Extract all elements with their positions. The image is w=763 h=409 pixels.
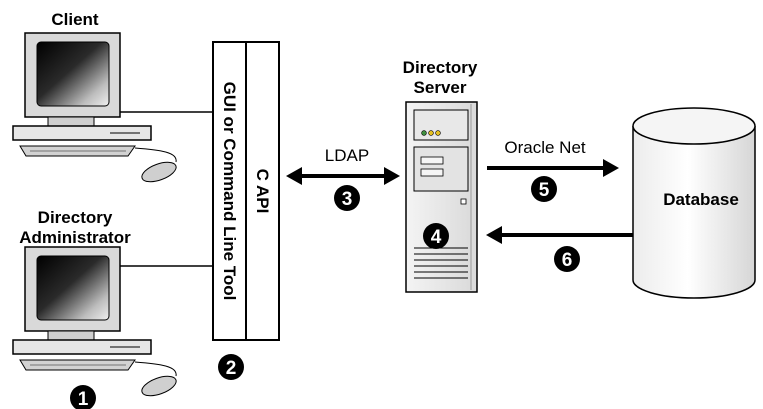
svg-text:4: 4 xyxy=(431,227,442,248)
svg-text:3: 3 xyxy=(342,189,353,210)
c-api-label: C API xyxy=(253,169,272,214)
directory-server-label-line2: Server xyxy=(414,78,467,97)
svg-text:6: 6 xyxy=(562,250,573,271)
directory-administrator-label-line2: Administrator xyxy=(19,228,131,247)
c-api-box: C API xyxy=(245,41,280,341)
svg-text:5: 5 xyxy=(539,180,550,201)
return-arrowhead xyxy=(486,226,502,244)
step-badge-4: 4 xyxy=(423,223,449,249)
ldap-label: LDAP xyxy=(325,146,369,165)
gui-tool-box: GUI or Command Line Tool xyxy=(212,41,247,341)
gui-tool-label: GUI or Command Line Tool xyxy=(220,82,239,301)
step-badge-6: 6 xyxy=(554,246,580,272)
step-badge-5: 5 xyxy=(531,176,557,202)
oracle-net-arrowhead xyxy=(603,159,619,177)
svg-text:2: 2 xyxy=(226,358,237,379)
database-label: Database xyxy=(663,190,739,209)
step-badge-2: 2 xyxy=(218,354,244,380)
client-computer-icon xyxy=(12,32,177,183)
oracle-net-label: Oracle Net xyxy=(504,138,586,157)
client-label: Client xyxy=(51,10,99,29)
directory-server-icon xyxy=(405,101,478,293)
ldap-arrow xyxy=(286,167,400,185)
directory-server-label-line1: Directory xyxy=(403,58,478,77)
directory-administrator-label-line1: Directory xyxy=(38,208,113,227)
step-badge-1: 1 xyxy=(70,385,96,409)
administrator-computer-icon xyxy=(12,246,177,397)
svg-text:1: 1 xyxy=(78,389,89,409)
database-icon xyxy=(632,107,756,299)
step-badge-3: 3 xyxy=(334,185,360,211)
